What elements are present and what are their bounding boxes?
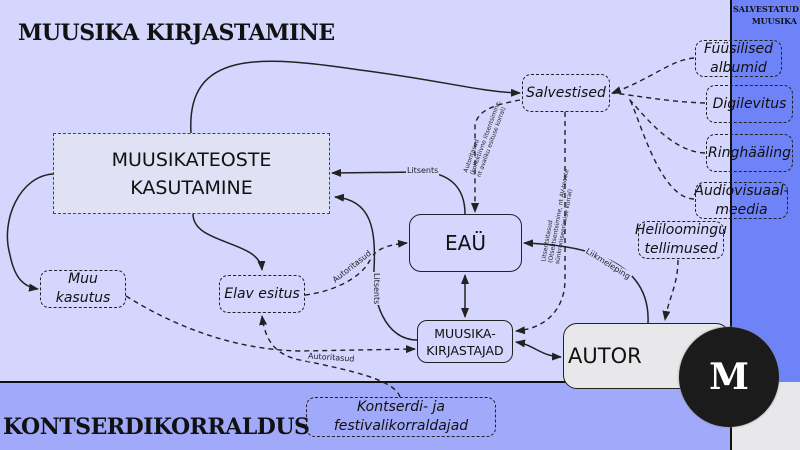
node-audiovisuaalmeedia[interactable]: Audiovisuaal-meedia	[694, 182, 789, 219]
edge-digilevitus-salvestised	[611, 92, 706, 104]
edge-label-litsents: Litsents	[406, 166, 440, 176]
node-kontserdi-line-2: festivalikorraldajad	[333, 418, 469, 434]
title-kontserdikorraldus: KONTSERDIKORRALDUS	[3, 414, 310, 440]
edge-audiovisuaal-salvestised	[629, 99, 695, 200]
node-eau[interactable]: EAÜ	[409, 214, 522, 272]
title-salvestatud-muusika: SALVESTATUD MUUSIKA	[733, 3, 799, 27]
node-ringhaaling[interactable]: Ringhääling	[706, 134, 793, 172]
edge-salvestised-eau-autoritasud	[471, 99, 521, 213]
node-salvestised[interactable]: Salvestised	[522, 74, 610, 112]
edge-salvestised-kirjastajad-litsentsitasud	[515, 112, 566, 335]
node-muusikateoste-kasutamine[interactable]: MUUSIKATEOSTE KASUTAMINE	[53, 133, 330, 214]
node-muu-kasutus[interactable]: Muu kasutus	[40, 270, 126, 308]
node-audiovisuaal-line-2: meedia	[715, 201, 768, 218]
m-logo-icon: M	[679, 327, 779, 427]
edge-kirjastajad-kasutamine-litsents	[334, 193, 418, 341]
title-right-line-2: MUUSIKA	[751, 16, 797, 26]
node-elav-esitus[interactable]: Elav esitus	[219, 275, 305, 313]
zone-kontserdikorraldus	[0, 382, 730, 450]
edge-muu-kirjastajad	[125, 295, 416, 354]
edge-kontserdi-elav-autoritasud	[259, 315, 401, 398]
edge-kasutamine-elav	[192, 213, 266, 271]
edge-eau-kasutamine-litsents	[331, 168, 466, 215]
node-heliloomingu-line-2: tellimused	[644, 241, 718, 257]
node-heliloomingu-tellimused[interactable]: Heliloomingu tellimused	[634, 221, 728, 259]
title-right-line-1: SALVESTATUD	[733, 4, 799, 14]
edge-kasutamine-salvestised	[190, 60, 521, 134]
node-digilevitus[interactable]: Digilevitus	[706, 85, 793, 123]
node-kontserdi-line-1: Kontserdi- ja	[356, 399, 446, 415]
node-kasutamine-line-2: KASUTAMINE	[130, 176, 253, 199]
node-heliloomingu-line-1: Heliloomingu	[634, 222, 728, 238]
node-kontserdi-festivalikorraldajad[interactable]: Kontserdi- ja festivalikorraldajad	[306, 397, 496, 437]
zone-divider	[0, 381, 732, 383]
node-muusikakirjastajad[interactable]: MUUSIKA-KIRJASTAJAD	[417, 320, 513, 363]
node-fuusilised-line-2: albumid	[710, 59, 767, 76]
node-fuusilised-line-1: Füüsilised	[704, 40, 773, 57]
edge-kasutamine-muu	[6, 173, 54, 292]
edge-fuusilised-salvestised	[611, 57, 695, 94]
zone-salvestatud-muusika	[730, 0, 800, 382]
edge-label-litsents-vertical: Litsents	[371, 272, 381, 306]
edge-ringhaaling-salvestised	[627, 97, 706, 154]
edge-elav-eau-autoritasud	[304, 239, 408, 296]
edge-heliloomingu-autor	[662, 259, 679, 321]
logo-letter: M	[709, 356, 749, 398]
node-kirjastajad-line-1: MUUSIKA-	[434, 325, 496, 341]
edge-kirjastajad-autor	[515, 339, 562, 361]
node-fuusilised-albumid[interactable]: Füüsilised albumid	[695, 40, 782, 77]
node-kasutamine-line-1: MUUSIKATEOSTE	[111, 148, 272, 171]
title-muusika-kirjastamine: MUUSIKA KIRJASTAMINE	[18, 20, 335, 46]
node-audiovisuaal-line-1: Audiovisuaal-	[694, 182, 789, 199]
node-kirjastajad-line-2: KIRJASTAJAD	[426, 342, 504, 358]
